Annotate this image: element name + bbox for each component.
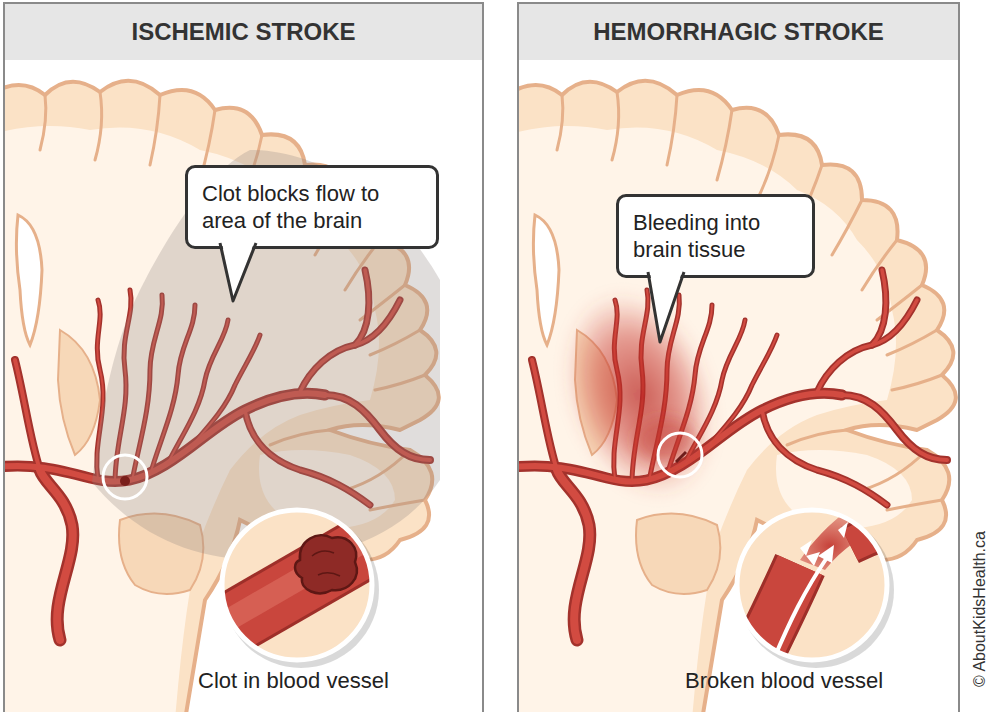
callout-tail-line	[648, 272, 684, 342]
panel-heading: HEMORRHAGIC STROKE	[519, 4, 958, 60]
copyright-watermark: © AboutKidsHealth.ca	[971, 524, 989, 694]
callout-tail	[216, 243, 266, 305]
inset-caption: Broken blood vessel	[685, 668, 883, 694]
panel-heading: ISCHEMIC STROKE	[5, 4, 482, 60]
stroke-panel: HEMORRHAGIC STROKE Bleeding into brain ti…	[517, 2, 960, 712]
callout-text: Clot blocks flow to area of the brain	[202, 180, 422, 234]
callout-box: Clot blocks flow to area of the brain	[185, 165, 439, 249]
callout-tail-line	[220, 243, 256, 301]
callout-box: Bleeding into brain tissue	[616, 194, 815, 278]
inset-caption: Clot in blood vessel	[198, 668, 389, 694]
callout-text: Bleeding into brain tissue	[633, 209, 798, 263]
stroke-panel: ISCHEMIC STROKE Clot blocks flow to area …	[3, 2, 484, 712]
callout-tail	[644, 272, 694, 346]
